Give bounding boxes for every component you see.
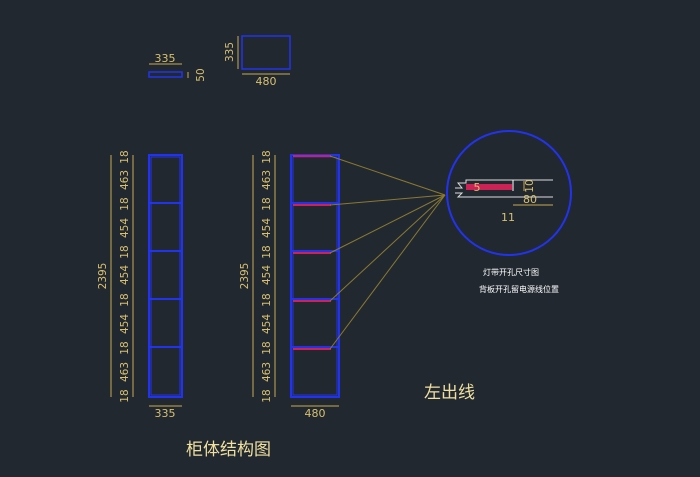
cabinet-right-seg-8: 18 [261,341,273,354]
detail-led-channel [466,184,512,190]
cabinet-left-seg-0: 18 [119,150,131,163]
cabinet-right-total-label: 2395 [239,263,251,290]
leader-line-2 [329,194,446,206]
cabinet-right-seg-1: 463 [261,170,273,190]
detail-board-top [455,179,553,189]
note-led-hole-size: 灯带开孔尺寸图 [483,267,539,277]
detail-dim-10: 10 [524,179,536,192]
cabinet-right-seg-4: 18 [261,245,273,258]
cabinet-right-seg-0: 18 [261,150,273,163]
cabinet-right: 2395 18 463 18 454 18 454 18 454 18 463 … [239,150,340,420]
cabinet-right-seg-9: 463 [261,362,273,382]
detail-dim-5: 5 [474,181,481,194]
leader-line-1 [329,155,446,196]
leader-line-4 [329,194,446,302]
cabinet-left-seg-5: 454 [119,265,131,285]
cabinet-left-seg-7: 454 [119,314,131,334]
cabinet-left-seg-2: 18 [119,197,131,210]
shelf-part: 335 50 [148,52,207,82]
drawing-title: 柜体结构图 [186,440,271,460]
cabinet-left-width-label: 335 [155,407,176,420]
detail-view: 5 10 80 11 [446,130,572,256]
cabinet-left-seg-6: 18 [119,293,131,306]
detail-dim-80: 80 [523,193,537,206]
cabinet-right-seg-10: 18 [261,389,273,402]
cabinet-right-seg-3: 454 [261,218,273,238]
cabinet-left-seg-9: 463 [119,362,131,382]
back-panel-height-label: 335 [224,42,236,62]
cabinet-left-outline [148,154,183,398]
shelf-width-label: 335 [155,52,176,65]
back-panel-width-label: 480 [256,75,277,88]
cabinet-left-seg-10: 18 [119,389,131,402]
cabinet-right-seg-7: 454 [261,314,273,334]
back-panel-rect [241,35,291,70]
detail-dim-11: 11 [501,211,515,224]
shelf-rect [148,71,183,78]
cabinet-right-seg-2: 18 [261,197,273,210]
detail-board-bottom [455,192,553,198]
cabinet-right-width-label: 480 [305,407,326,420]
cabinet-left: 2395 18 463 18 454 18 454 18 454 18 463 … [97,150,183,420]
leader-lines [329,155,446,350]
leader-line-5 [329,194,446,350]
cabinet-left-total-label: 2395 [97,263,109,290]
cabinet-right-seg-5: 454 [261,265,273,285]
note-back-panel-hole: 背板开孔留电源线位置 [479,284,559,294]
cabinet-left-seg-1: 463 [119,170,131,190]
cabinet-right-seg-6: 18 [261,293,273,306]
shelf-thickness-label: 50 [195,68,207,81]
cabinet-left-seg-3: 454 [119,218,131,238]
back-panel-part: 335 480 [224,35,291,88]
cabinet-right-outline [290,154,340,398]
cabinet-left-seg-8: 18 [119,341,131,354]
cabinet-right-inner [292,156,338,396]
label-left-out-wire: 左出线 [424,383,475,403]
cabinet-left-seg-4: 18 [119,245,131,258]
cabinet-left-inner [150,156,181,396]
leader-line-3 [329,194,446,254]
detail-circle [446,130,572,256]
